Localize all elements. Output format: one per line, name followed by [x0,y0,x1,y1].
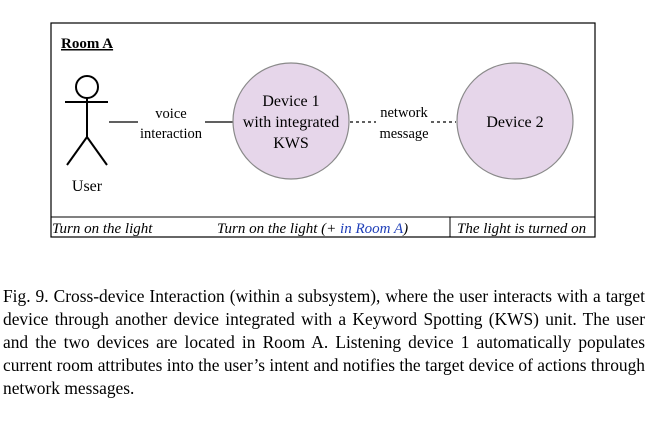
device-2-node [456,62,574,180]
device-1-label-line1: Device 1 [262,93,319,110]
device-1-label-line2: with integrated [243,114,339,131]
room-a-boundary [50,22,596,238]
step-2-prefix: Turn on the light (+ [217,221,340,237]
device-1-label-line3: KWS [273,135,309,152]
network-edge-label-line2: message [379,126,428,142]
room-a-label: Room A [61,36,113,52]
step-2-highlight: in Room A [340,221,404,237]
step-3-text: The light is turned on [457,221,586,237]
figure-caption: Fig. 9. Cross-device Interaction (within… [3,286,645,398]
device-1-node [232,62,350,180]
step-1-text: Turn on the light [52,221,153,237]
step-2-suffix: ) [402,221,408,237]
user-label: User [72,178,103,195]
voice-edge-label-line2: interaction [140,126,203,142]
user-icon [65,75,108,166]
device-2-label: Device 2 [486,114,543,131]
voice-edge-label-line1: voice [155,106,186,122]
cross-device-interaction-diagram: Room A User voice interaction Device 1 w… [50,22,596,238]
network-edge-label-line1: network [380,105,428,121]
step-2-text: Turn on the light (+ in Room A) [217,221,408,237]
